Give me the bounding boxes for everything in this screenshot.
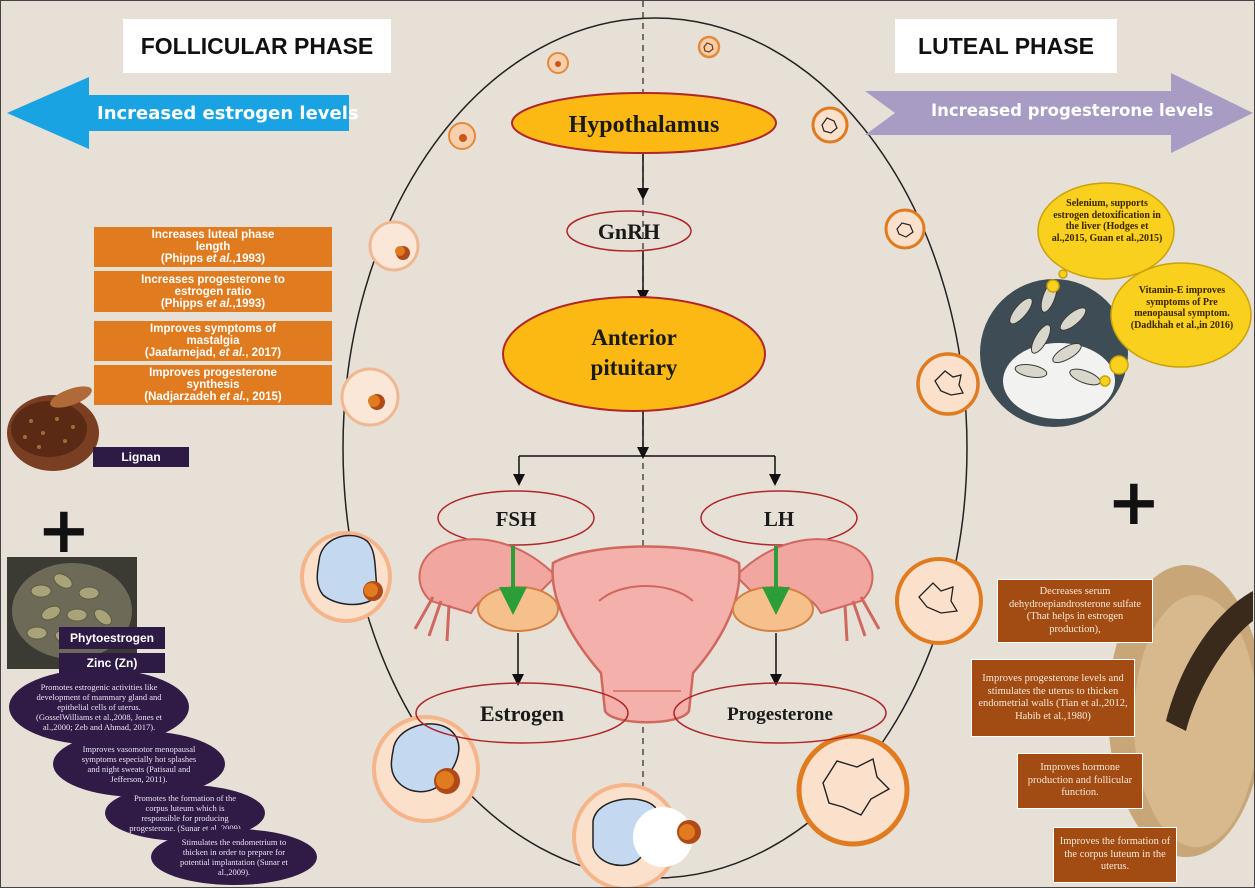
lignan-label: Lignan xyxy=(93,447,189,467)
sunflower-seed-image xyxy=(980,279,1128,427)
estrogen-label: Estrogen xyxy=(480,701,564,726)
anterior-pituitary-line1: Anterior xyxy=(591,325,677,350)
follicular-phase-title: FOLLICULAR PHASE xyxy=(123,19,391,73)
ovulation-follicle xyxy=(574,785,701,887)
plus-sign-right: + xyxy=(1107,471,1161,535)
luteal-phase-title: LUTEAL PHASE xyxy=(895,19,1117,73)
sesame-benefit-4: Improves the formation of the corpus lut… xyxy=(1053,827,1177,883)
lh-label: LH xyxy=(764,507,794,531)
pumpkin-benefit-4: Stimulates the endometrium to thicken in… xyxy=(151,829,317,885)
progesterone-arrow-label: Increased progesterone levels xyxy=(931,101,1213,120)
sesame-benefit-3: Improves hormone production and follicul… xyxy=(1017,753,1143,809)
flaxseed-image xyxy=(7,382,99,471)
progesterone-label: Progesterone xyxy=(727,704,833,725)
sesame-benefit-2: Improves progesterone levels and stimula… xyxy=(971,659,1135,737)
hypothalamus-label: Hypothalamus xyxy=(569,112,720,138)
anterior-pituitary-line2: pituitary xyxy=(591,355,678,380)
anterior-pituitary-node xyxy=(503,297,765,411)
estrogen-arrow-label: Increased estrogen levels xyxy=(97,103,359,124)
selenium-bubble-text: Selenium, supports estrogen detoxificati… xyxy=(1051,198,1163,244)
gnrh-label: GnRH xyxy=(598,219,660,244)
uterus-illustration xyxy=(415,539,879,722)
phytoestrogen-label: Phytoestrogen xyxy=(59,627,165,649)
vitamin-e-bubble-text: Vitamin-E improves symptoms of Pre menop… xyxy=(1125,285,1239,331)
fsh-label: FSH xyxy=(496,507,537,531)
sesame-benefit-1: Decreases serum dehydroepiandrosterone s… xyxy=(997,579,1153,643)
plus-sign-left: + xyxy=(37,499,91,563)
